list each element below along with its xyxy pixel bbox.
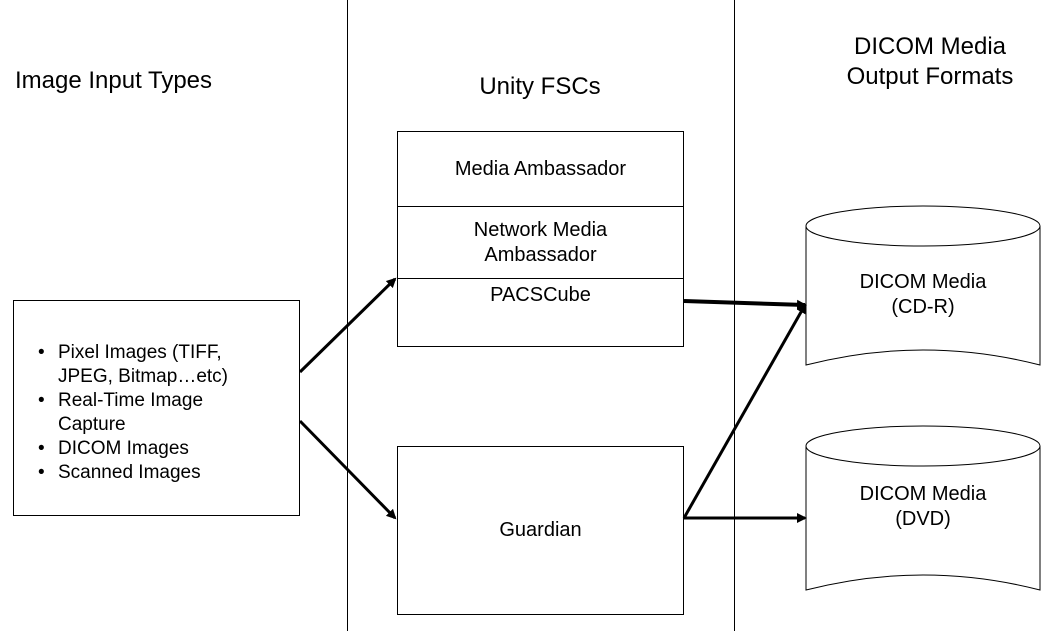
network-media-ambassador-line1: Network Media: [473, 218, 608, 241]
arrow-guardian-to-cdr: [682, 303, 807, 519]
bullet-icon: •: [38, 462, 45, 483]
arrow-pacscube-to-cdr: [683, 299, 807, 310]
network-media-ambassador-cell: Network Media Ambassador: [398, 207, 683, 278]
column-divider-left: [347, 0, 348, 631]
pacscube-label: PACSCube: [490, 283, 591, 306]
column-divider-right: [734, 0, 735, 631]
pacscube-cell: PACSCube: [398, 280, 683, 310]
list-item-line: JPEG, Bitmap…etc): [58, 366, 228, 387]
list-item: • Real-Time Image Capture: [38, 389, 228, 437]
heading-output-line1: DICOM Media: [853, 33, 1007, 60]
bullet-icon: •: [38, 438, 45, 459]
bullet-icon: •: [38, 342, 45, 363]
guardian-cell: Guardian: [398, 447, 683, 614]
dvd-media-label: DICOM Media (DVD): [823, 482, 1023, 532]
bullet-icon: •: [38, 390, 45, 411]
input-types-list: • Pixel Images (TIFF, JPEG, Bitmap…etc) …: [38, 341, 228, 485]
list-item: • Pixel Images (TIFF, JPEG, Bitmap…etc): [38, 341, 228, 389]
list-item-line: DICOM Images: [58, 438, 189, 459]
image-input-types-box: • Pixel Images (TIFF, JPEG, Bitmap…etc) …: [13, 300, 300, 516]
heading-unity-fscs: Unity FSCs: [479, 73, 601, 100]
heading-image-input-types: Image Input Types: [15, 67, 213, 94]
list-item: • Scanned Images: [38, 461, 228, 485]
arrow-inputs-to-pacscube: [298, 277, 397, 374]
guardian-box: Guardian: [397, 446, 684, 615]
list-item-line: Capture: [58, 414, 126, 435]
cd-r-media-cylinder: [805, 205, 1041, 366]
dvd-media-line1: DICOM Media: [859, 483, 987, 505]
heading-dicom-media-output-formats: DICOM Media Output Formats: [820, 32, 1040, 92]
network-media-ambassador-line2: Ambassador: [484, 243, 597, 266]
media-ambassador-cell: Media Ambassador: [398, 132, 683, 206]
cd-r-media-label: DICOM Media (CD-R): [823, 270, 1023, 320]
arrow-inputs-to-guardian: [298, 419, 397, 520]
dvd-media-line2: (DVD): [895, 508, 951, 530]
fsc-divider: [398, 278, 683, 279]
cd-r-media-line1: DICOM Media: [859, 271, 987, 293]
media-ambassador-label: Media Ambassador: [454, 157, 627, 180]
heading-output-line2: Output Formats: [846, 63, 1014, 90]
list-item-line: Real-Time Image: [58, 390, 204, 411]
guardian-label: Guardian: [499, 519, 582, 541]
fsc-divider: [398, 206, 683, 207]
list-item: • DICOM Images: [38, 437, 228, 461]
list-item-line: Pixel Images (TIFF,: [58, 342, 222, 363]
cd-r-media-line2: (CD-R): [891, 296, 955, 318]
list-item-line: Scanned Images: [58, 462, 201, 483]
dvd-media-cylinder: [805, 425, 1041, 591]
fsc-stack-box: Media Ambassador Network Media Ambassado…: [397, 131, 684, 347]
